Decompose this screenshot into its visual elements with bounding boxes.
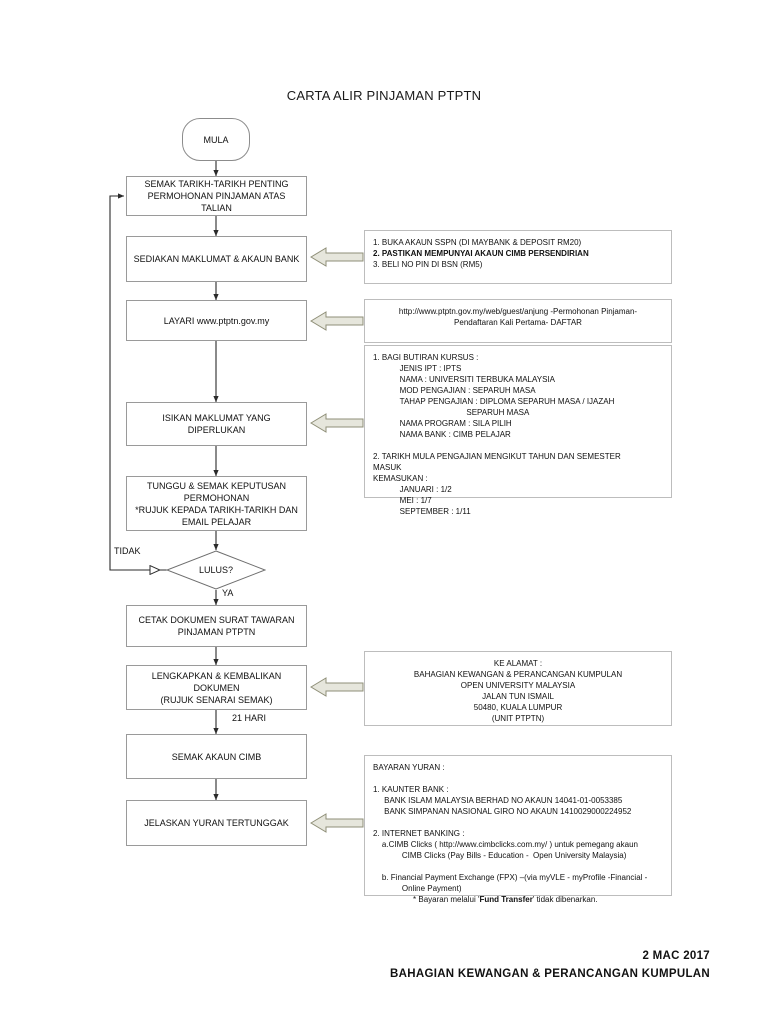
note-akaun-bank: 1. BUKA AKAUN SSPN (DI MAYBANK & DEPOSIT…: [364, 230, 672, 284]
note-bayaran-yuran-line-9: [373, 861, 663, 872]
flow-node-isikan-maklumat-line-0: ISIKAN MAKLUMAT YANG DIPERLUKAN: [162, 413, 271, 435]
edge-label-ya: YA: [222, 588, 234, 598]
note-bayaran-yuran-line-5: [373, 817, 663, 828]
flow-node-layari-line-0: LAYARI www.ptptn.gov.my: [163, 315, 270, 326]
flow-node-semak-akaun-cimb-line-0: SEMAK AKAUN CIMB: [171, 751, 262, 762]
note-bayaran-yuran-line-2: 1. KAUNTER BANK :: [373, 785, 449, 794]
block-arrow-to-layari: [310, 310, 364, 332]
flow-node-tunggu-semak-line-3: EMAIL PELAJAR: [181, 516, 252, 527]
block-arrow-to-lengkapkan: [310, 676, 364, 698]
flow-node-sediakan-maklumat[interactable]: SEDIAKAN MAKLUMAT & AKAUN BANK: [126, 236, 307, 282]
flow-node-sediakan-maklumat-line-0: SEDIAKAN MAKLUMAT & AKAUN BANK: [133, 254, 300, 264]
flow-node-semak-akaun-cimb[interactable]: SEMAK AKAUN CIMB: [126, 734, 307, 779]
flow-node-isikan-maklumat[interactable]: ISIKAN MAKLUMAT YANG DIPERLUKAN: [126, 402, 307, 446]
note-butiran-kursus: 1. BAGI BUTIRAN KURSUS : JENIS IPT : IPT…: [364, 345, 672, 516]
note-bayaran-yuran-footnote: * Bayaran melalui 'Fund Transfer' tidak …: [373, 894, 663, 905]
flow-node-tunggu-semak-line-0: TUNGGU & SEMAK KEPUTUSAN: [146, 480, 287, 491]
note-akaun-bank-line-0: 1. BUKA AKAUN SSPN (DI MAYBANK & DEPOSIT…: [373, 238, 582, 247]
note-alamat-line-5: (UNIT PTPTN): [491, 714, 545, 723]
note-butiran-kursus-line-11: KEMASUKAN :: [373, 474, 428, 483]
flow-node-tunggu-semak-line-1: PERMOHONAN: [183, 492, 250, 503]
flow-node-cetak-dokumen-line-0: CETAK DOKUMEN SURAT TAWARAN: [138, 615, 295, 625]
note-butiran-kursus-line-7: NAMA BANK : CIMB PELAJAR: [373, 430, 511, 439]
note-butiran-kursus-line-0: 1. BAGI BUTIRAN KURSUS :: [373, 353, 479, 362]
note-laman-web: http://www.ptptn.gov.my/web/guest/anjung…: [364, 299, 672, 343]
note-alamat-line-1: BAHAGIAN KEWANGAN & PERANCANGAN KUMPULAN: [413, 670, 623, 679]
edge-label-21-hari: 21 HARI: [232, 713, 267, 723]
note-bayaran-yuran: BAYARAN YURAN : 1. KAUNTER BANK : BANK I…: [364, 755, 672, 904]
note-butiran-kursus-line-12: JANUARI : 1/2: [373, 485, 452, 494]
flow-node-semak-tarikh-line-0: SEMAK TARIKH-TARIKH PENTING: [144, 179, 289, 189]
note-bayaran-yuran-footnote-emphasis: Fund Transfer: [479, 895, 533, 904]
note-butiran-kursus-line-3: MOD PENGAJIAN : SEPARUH MASA: [373, 386, 536, 395]
note-butiran-kursus-line-2: NAMA : UNIVERSITI TERBUKA MALAYSIA: [373, 375, 555, 384]
note-butiran-kursus-line-4: TAHAP PENGAJIAN : DIPLOMA SEPARUH MASA /…: [373, 397, 615, 406]
flow-node-cetak-dokumen[interactable]: CETAK DOKUMEN SURAT TAWARAN PINJAMAN PTP…: [126, 605, 307, 647]
flow-node-jelaskan-yuran-line-0: JELASKAN YURAN TERTUNGGAK: [144, 818, 289, 828]
note-laman-web-line-0: http://www.ptptn.gov.my/web/guest/anjung…: [398, 307, 638, 316]
note-butiran-kursus-line-5: SEPARUH MASA: [373, 408, 530, 417]
note-bayaran-yuran-line-1: [373, 773, 663, 784]
block-arrow-to-sediakan: [310, 246, 364, 268]
note-bayaran-yuran-line-10: b. Financial Payment Exchange (FPX) –(vi…: [373, 873, 648, 882]
note-laman-web-line-1: Pendaftaran Kali Pertama- DAFTAR: [454, 318, 582, 327]
note-butiran-kursus-line-10: MASUK: [373, 463, 402, 472]
flow-node-lulus-label: LULUS?: [198, 565, 234, 575]
note-bayaran-yuran-footnote-prefix: * Bayaran melalui ': [373, 895, 480, 904]
note-bayaran-yuran-line-8: CIMB Clicks (Pay Bills - Education - Ope…: [373, 851, 627, 860]
note-bayaran-yuran-line-3: BANK ISLAM MALAYSIA BERHAD NO AKAUN 1404…: [373, 796, 623, 805]
note-bayaran-yuran-line-7: a.CIMB Clicks ( http://www.cimbclicks.co…: [373, 840, 638, 849]
flow-node-cetak-dokumen-line-1: PINJAMAN PTPTN: [177, 627, 256, 637]
note-bayaran-yuran-line-4: BANK SIMPANAN NASIONAL GIRO NO AKAUN 141…: [373, 807, 632, 816]
note-butiran-kursus-line-13: MEI : 1/7: [373, 496, 432, 505]
flow-node-lulus-decision[interactable]: LULUS?: [166, 550, 266, 590]
footer-date: 2 MAC 2017: [642, 950, 710, 962]
flow-node-mula[interactable]: MULA: [182, 118, 250, 161]
flow-node-semak-tarikh[interactable]: SEMAK TARIKH-TARIKH PENTING PERMOHONAN P…: [126, 176, 307, 216]
note-alamat-line-2: OPEN UNIVERSITY MALAYSIA: [460, 681, 576, 690]
footer-department: BAHAGIAN KEWANGAN & PERANCANGAN KUMPULAN: [390, 968, 710, 980]
page-title: CARTA ALIR PINJAMAN PTPTN: [286, 88, 482, 103]
flow-node-mula-line-0: MULA: [203, 134, 229, 145]
flow-node-tunggu-semak[interactable]: TUNGGU & SEMAK KEPUTUSAN PERMOHONAN *RUJ…: [126, 476, 307, 531]
block-arrow-to-isikan: [310, 412, 364, 434]
note-butiran-kursus-line-6: NAMA PROGRAM : SILA PILIH: [373, 419, 512, 428]
block-arrow-to-jelaskan: [310, 812, 364, 834]
note-alamat-line-4: 50480, KUALA LUMPUR: [473, 703, 563, 712]
flow-node-tunggu-semak-line-2: *RUJUK KEPADA TARIKH-TARIKH DAN: [135, 504, 298, 515]
note-butiran-kursus-line-8: [373, 440, 663, 451]
flow-node-lengkapkan-dokumen[interactable]: LENGKAPKAN & KEMBALIKAN DOKUMEN (RUJUK S…: [126, 665, 307, 710]
flow-node-lengkapkan-dokumen-line-0: LENGKAPKAN & KEMBALIKAN DOKUMEN: [151, 670, 282, 693]
note-bayaran-yuran-line-6: 2. INTERNET BANKING :: [373, 829, 465, 838]
note-butiran-kursus-line-9: 2. TARIKH MULA PENGAJIAN MENGIKUT TAHUN …: [373, 452, 621, 461]
note-butiran-kursus-line-1: JENIS IPT : IPTS: [373, 364, 462, 373]
flow-node-jelaskan-yuran[interactable]: JELASKAN YURAN TERTUNGGAK: [126, 800, 307, 846]
note-akaun-bank-line-2: 3. BELI NO PIN DI BSN (RM5): [373, 260, 483, 269]
edge-label-tidak: TIDAK: [114, 546, 141, 556]
note-bayaran-yuran-line-11: Online Payment): [373, 884, 462, 893]
note-bayaran-yuran-line-0: BAYARAN YURAN :: [373, 763, 445, 772]
note-bayaran-yuran-footnote-suffix: ' tidak dibenarkan.: [532, 895, 598, 904]
note-alamat-line-0: KE ALAMAT :: [493, 659, 543, 668]
flow-node-layari[interactable]: LAYARI www.ptptn.gov.my: [126, 300, 307, 341]
note-akaun-bank-line-1: 2. PASTIKAN MEMPUNYAI AKAUN CIMB PERSEND…: [373, 249, 589, 258]
flow-node-semak-tarikh-line-1: PERMOHONAN PINJAMAN ATAS TALIAN: [147, 191, 286, 213]
flow-node-lengkapkan-dokumen-line-1: (RUJUK SENARAI SEMAK): [160, 694, 273, 705]
note-alamat: KE ALAMAT : BAHAGIAN KEWANGAN & PERANCANG…: [364, 651, 672, 726]
note-alamat-line-3: JALAN TUN ISMAIL: [482, 692, 554, 701]
note-butiran-kursus-line-14: SEPTEMBER : 1/11: [373, 507, 471, 516]
